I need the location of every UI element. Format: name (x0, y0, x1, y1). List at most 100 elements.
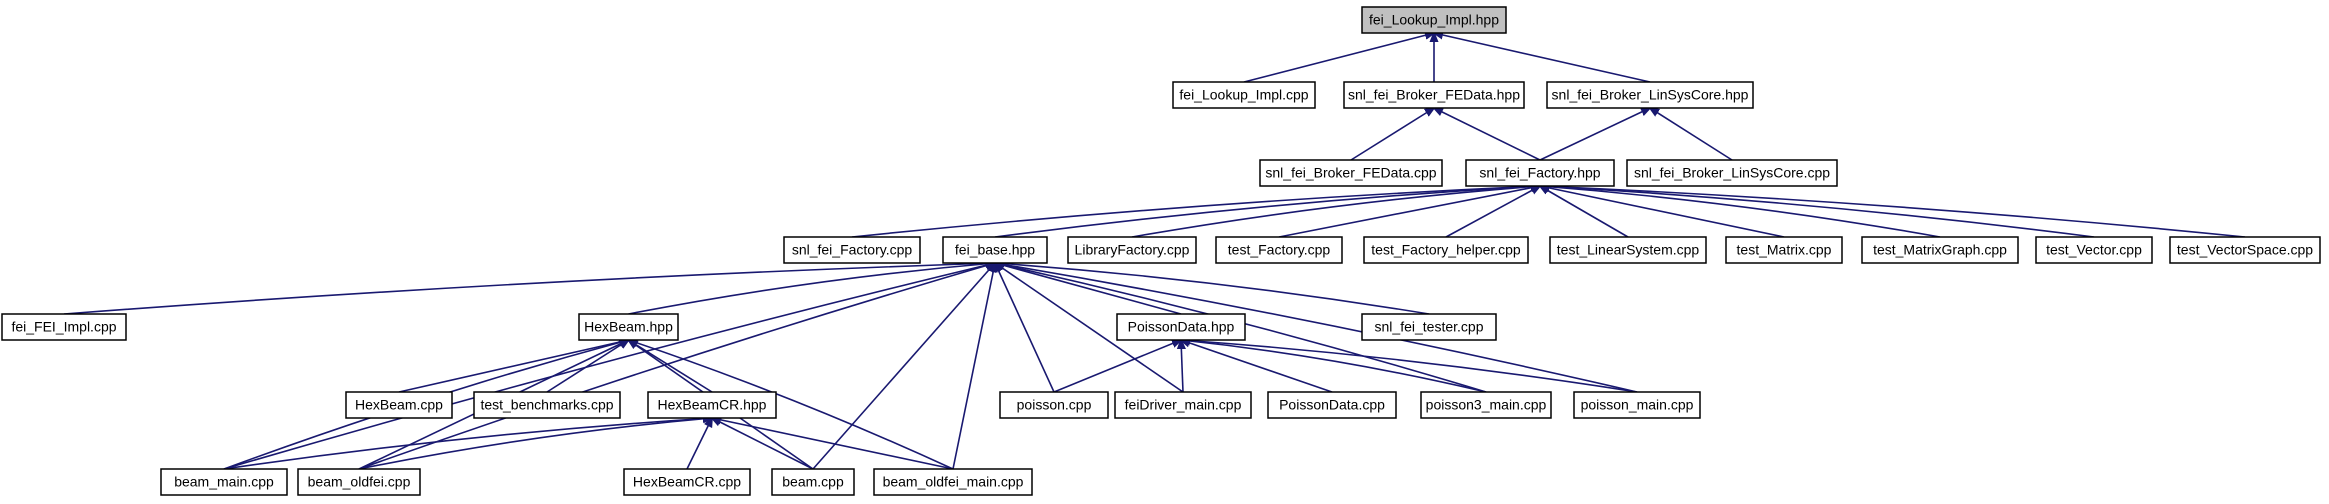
node-test_matrix[interactable]: test_Matrix.cpp (1725, 236, 1843, 264)
node-box (1363, 236, 1529, 264)
node-fedata_cpp[interactable]: snl_fei_Broker_FEData.cpp (1259, 159, 1443, 187)
node-test_linsys[interactable]: test_LinearSystem.cpp (1549, 236, 1707, 264)
node-box (1215, 236, 1343, 264)
node-label: HexBeam.hpp (584, 319, 673, 335)
node-test_factory_helper[interactable]: test_Factory_helper.cpp (1363, 236, 1529, 264)
node-box (1725, 236, 1843, 264)
node-factory_cpp[interactable]: snl_fei_Factory.cpp (783, 236, 921, 264)
node-label: beam_oldfei_main.cpp (883, 474, 1024, 490)
node-root[interactable]: fei_Lookup_Impl.hpp (1361, 6, 1507, 34)
node-hexbeamcr_hpp[interactable]: HexBeamCR.hpp (647, 391, 777, 419)
node-box (2035, 236, 2153, 264)
node-box (1, 313, 127, 341)
edge-tester-to-fei_base (995, 263, 1430, 315)
node-label: snl_fei_tester.cpp (1375, 319, 1484, 335)
edge-hexbeamcr_cpp-to-hexbeamcr_hpp (686, 418, 712, 470)
edge-test_bench-to-hexbeam_hpp (546, 340, 629, 393)
edge-test_vectorspace-to-factory_hpp (1540, 186, 2246, 238)
node-hexbeam_cpp[interactable]: HexBeam.cpp (345, 391, 453, 419)
node-box (647, 391, 777, 419)
node-label: fei_FEI_Impl.cpp (11, 319, 116, 335)
node-label: snl_fei_Broker_FEData.cpp (1265, 165, 1436, 181)
node-fei_impl[interactable]: fei_FEI_Impl.cpp (1, 313, 127, 341)
node-box (2169, 236, 2321, 264)
node-box (1626, 159, 1838, 187)
node-box (942, 236, 1048, 264)
node-box (1861, 236, 2019, 264)
node-beam_oldfei_main[interactable]: beam_oldfei_main.cpp (873, 468, 1033, 496)
node-libfactory[interactable]: LibraryFactory.cpp (1067, 236, 1197, 264)
node-label: snl_fei_Broker_LinSysCore.cpp (1634, 165, 1830, 181)
node-beam_main[interactable]: beam_main.cpp (160, 468, 288, 496)
node-label: feiDriver_main.cpp (1125, 397, 1242, 413)
edge-test_factory_helper-to-factory_hpp (1445, 186, 1540, 238)
node-label: beam.cpp (782, 474, 844, 490)
node-label: test_Factory_helper.cpp (1371, 242, 1521, 258)
node-test_factory[interactable]: test_Factory.cpp (1215, 236, 1343, 264)
node-poissondata_cpp[interactable]: PoissonData.cpp (1267, 391, 1397, 419)
node-test_bench[interactable]: test_benchmarks.cpp (473, 391, 621, 419)
node-fei_base[interactable]: fei_base.hpp (942, 236, 1048, 264)
node-label: HexBeamCR.cpp (633, 474, 741, 490)
node-linsys_cpp[interactable]: snl_fei_Broker_LinSysCore.cpp (1626, 159, 1838, 187)
node-label: PoissonData.hpp (1128, 319, 1235, 335)
node-tester[interactable]: snl_fei_tester.cpp (1361, 313, 1497, 341)
edge-beam_cpp-to-hexbeamcr_hpp (712, 418, 814, 470)
node-box (623, 468, 751, 496)
edge-poisson_main-to-poissondata_hpp (1181, 340, 1638, 393)
node-box (1343, 81, 1525, 109)
node-hexbeamcr_cpp[interactable]: HexBeamCR.cpp (623, 468, 751, 496)
node-label: LibraryFactory.cpp (1075, 242, 1190, 258)
node-poisson_main[interactable]: poisson_main.cpp (1573, 391, 1701, 419)
edge-poisson_main-to-fei_base (995, 263, 1638, 393)
node-box (345, 391, 453, 419)
node-lookup_cpp[interactable]: fei_Lookup_Impl.cpp (1172, 81, 1316, 109)
edge-libfactory-to-factory_hpp (1131, 186, 1540, 238)
node-fedata_hpp[interactable]: snl_fei_Broker_FEData.hpp (1343, 81, 1525, 109)
node-box (1546, 81, 1754, 109)
node-box (160, 468, 288, 496)
node-label: HexBeamCR.hpp (658, 397, 767, 413)
edge-beam_main-to-hexbeamcr_hpp (223, 418, 712, 470)
node-poisson3[interactable]: poisson3_main.cpp (1420, 391, 1552, 419)
node-box (1267, 391, 1397, 419)
node-feidriver[interactable]: feiDriver_main.cpp (1114, 391, 1252, 419)
edge-beam_oldfei-to-fei_base (358, 263, 995, 470)
node-poisson_cpp[interactable]: poisson.cpp (999, 391, 1109, 419)
edge-hexbeam_cpp-to-hexbeam_hpp (398, 340, 629, 393)
edge-beam_oldfei-to-hexbeamcr_hpp (358, 418, 712, 470)
node-linsys_hpp[interactable]: snl_fei_Broker_LinSysCore.hpp (1546, 81, 1754, 109)
node-hexbeam_hpp[interactable]: HexBeam.hpp (578, 313, 679, 341)
node-label: HexBeam.cpp (355, 397, 443, 413)
edge-fedata_cpp-to-fedata_hpp (1350, 108, 1434, 161)
node-test_vectorspace[interactable]: test_VectorSpace.cpp (2169, 236, 2321, 264)
node-test_vector[interactable]: test_Vector.cpp (2035, 236, 2153, 264)
node-label: test_Matrix.cpp (1737, 242, 1832, 258)
edge-factory_hpp-to-fedata_hpp (1434, 108, 1541, 161)
node-label: test_LinearSystem.cpp (1557, 242, 1700, 258)
node-label: poisson_main.cpp (1581, 397, 1694, 413)
node-box (1067, 236, 1197, 264)
node-factory_hpp[interactable]: snl_fei_Factory.hpp (1465, 159, 1615, 187)
node-box (578, 313, 679, 341)
node-box (1361, 313, 1497, 341)
node-box (771, 468, 855, 496)
edge-test_vector-to-factory_hpp (1540, 186, 2095, 238)
node-label: beam_main.cpp (174, 474, 274, 490)
node-label: test_Vector.cpp (2046, 242, 2142, 258)
node-box (1259, 159, 1443, 187)
edge-poisson3-to-poissondata_hpp (1181, 340, 1487, 393)
node-label: fei_Lookup_Impl.cpp (1179, 87, 1308, 103)
edge-lookup_cpp-to-root (1243, 33, 1434, 83)
node-beam_oldfei[interactable]: beam_oldfei.cpp (297, 468, 421, 496)
node-box (297, 468, 421, 496)
node-poissondata_hpp[interactable]: PoissonData.hpp (1116, 313, 1246, 341)
node-box (1116, 313, 1246, 341)
node-box (1172, 81, 1316, 109)
node-test_matrixgraph[interactable]: test_MatrixGraph.cpp (1861, 236, 2019, 264)
node-beam_cpp[interactable]: beam.cpp (771, 468, 855, 496)
node-label: snl_fei_Factory.hpp (1479, 165, 1600, 181)
edge-test_matrix-to-factory_hpp (1540, 186, 1785, 238)
